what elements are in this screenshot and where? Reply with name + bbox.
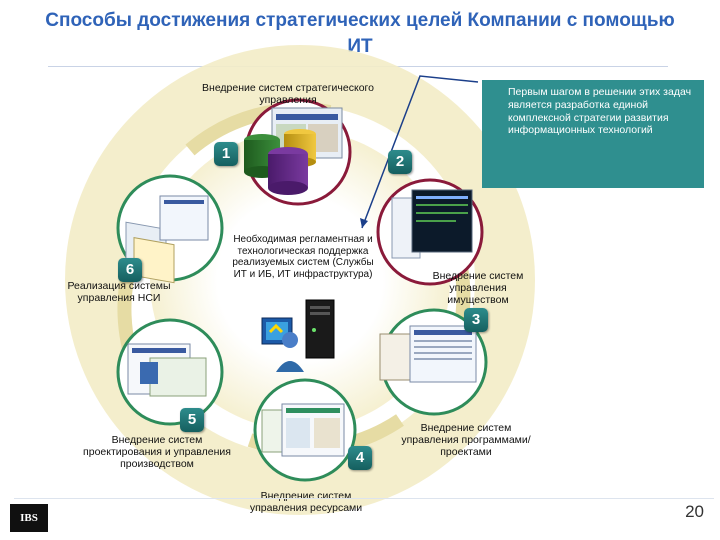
node-label-3: Внедрение систем управления имуществом: [432, 270, 524, 306]
badge-1: 1: [214, 142, 238, 166]
node-label-4: Внедрение систем управления ресурсами: [249, 490, 363, 514]
cycle-ring-inner: [150, 130, 450, 430]
server-icon: [305, 299, 335, 359]
center-label: Необходимая регламентная и технологическ…: [232, 234, 374, 280]
node-label-3b: Внедрение систем управления программами/…: [401, 422, 531, 458]
pointer-arrow: [361, 75, 479, 229]
badge-4: 4: [348, 446, 372, 470]
user-icon: [282, 332, 298, 348]
page-number: 20: [685, 502, 704, 521]
badge-6: 6: [118, 258, 142, 282]
badge-5: 5: [180, 408, 204, 432]
node-label-5: Внедрение систем проектирования и управл…: [83, 434, 231, 470]
node-label-6: Реализация системы управления НСИ: [67, 280, 171, 304]
footer-divider: [14, 498, 714, 499]
cycle-ring: [65, 45, 535, 515]
callout-note: Первым шагом в решении этих задач являет…: [482, 80, 704, 188]
node-label-1: Внедрение систем стратегического управле…: [202, 82, 374, 106]
ibs-logo: IBS: [10, 504, 48, 532]
badge-3: 3: [464, 308, 488, 332]
badge-2: 2: [388, 150, 412, 174]
page-title: Способы достижения стратегических целей …: [45, 10, 675, 57]
